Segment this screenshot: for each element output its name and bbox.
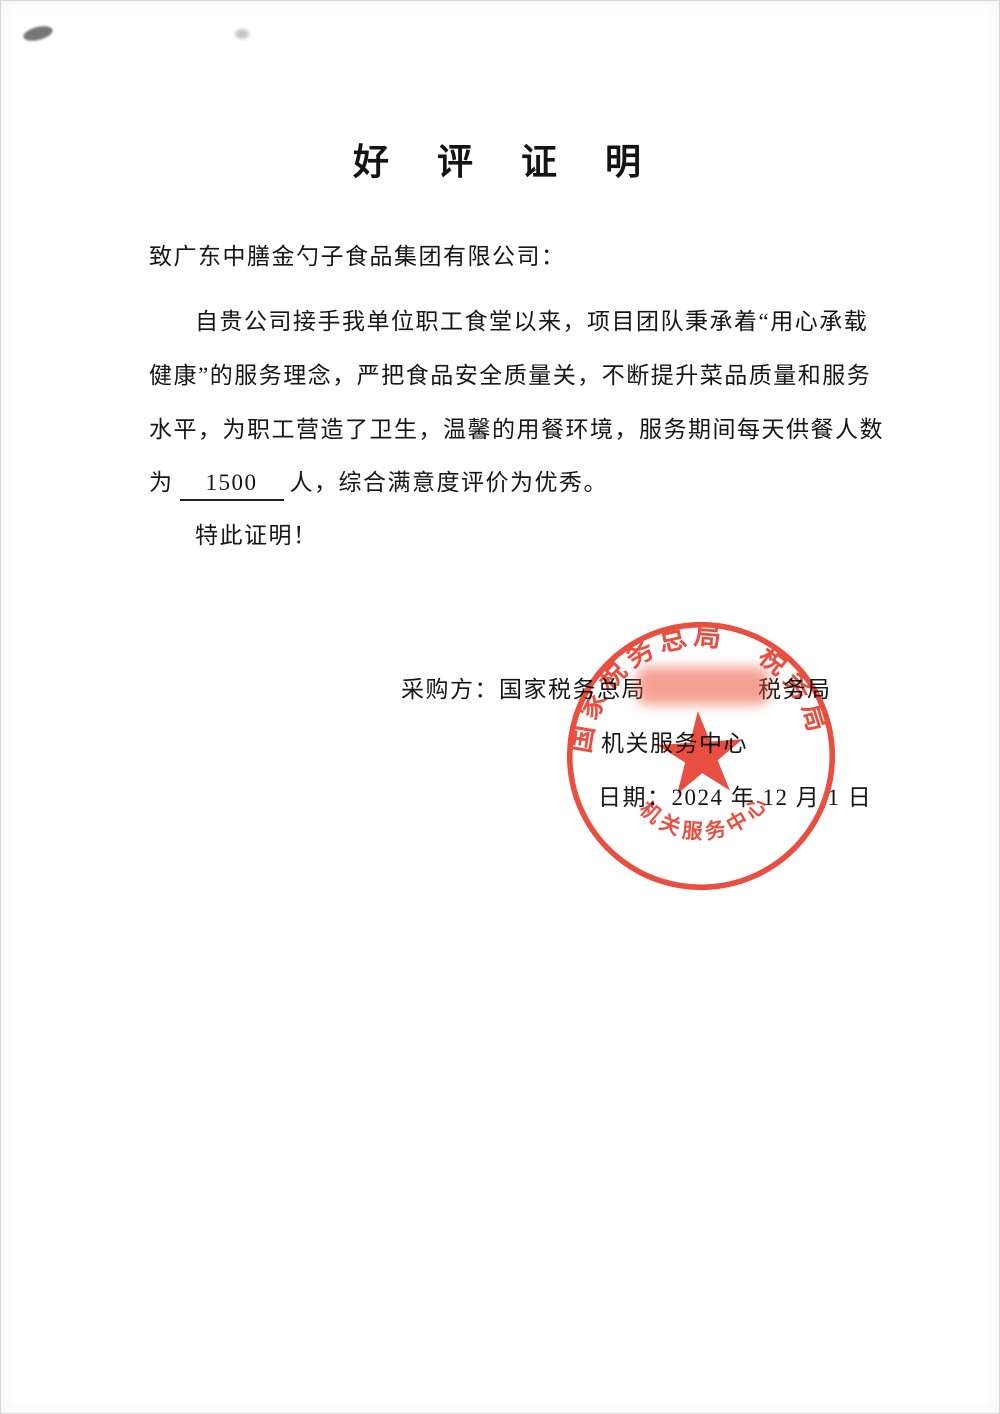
- body-line-1: 自贵公司接手我单位职工食堂以来，项目团队秉承着“用心承载: [195, 309, 869, 334]
- seal-ring: [566, 621, 836, 891]
- body-line-3: 水平，为职工营造了卫生，温馨的用餐环境，服务期间每天供餐人数: [149, 417, 884, 442]
- salutation-line: 致广东中膳金勺子食品集团有限公司：: [149, 244, 566, 269]
- body-line-4-prefix: 为: [149, 470, 174, 495]
- seal-bottom-text-wrap: 机关服务中心: [634, 788, 777, 849]
- body-line-2: 健康”的服务理念，严把食品安全质量关，不断提升菜品质量和服务: [149, 363, 872, 388]
- certificate-title: 好 评 证 明: [352, 142, 647, 182]
- buyer-line: 采购方：国家税务总局税务局: [401, 674, 832, 706]
- seal-bottom-text: 机关服务中心: [634, 788, 777, 849]
- body-line-4-suffix: 人，综合满意度评价为优秀。: [289, 470, 608, 495]
- buyer-prefix: 采购方：国家税务总局: [401, 677, 646, 702]
- closing-statement: 特此证明！: [195, 523, 318, 548]
- scan-dot-artifact: [235, 29, 249, 39]
- red-ink-redaction-blur: [637, 667, 769, 705]
- scan-smudge-artifact: [21, 23, 55, 44]
- headcount-fill-value: 1500: [179, 467, 284, 502]
- official-red-seal: 国家税务总局 税务局 机关服务中心: [557, 611, 836, 891]
- seal-star-icon: [657, 711, 743, 795]
